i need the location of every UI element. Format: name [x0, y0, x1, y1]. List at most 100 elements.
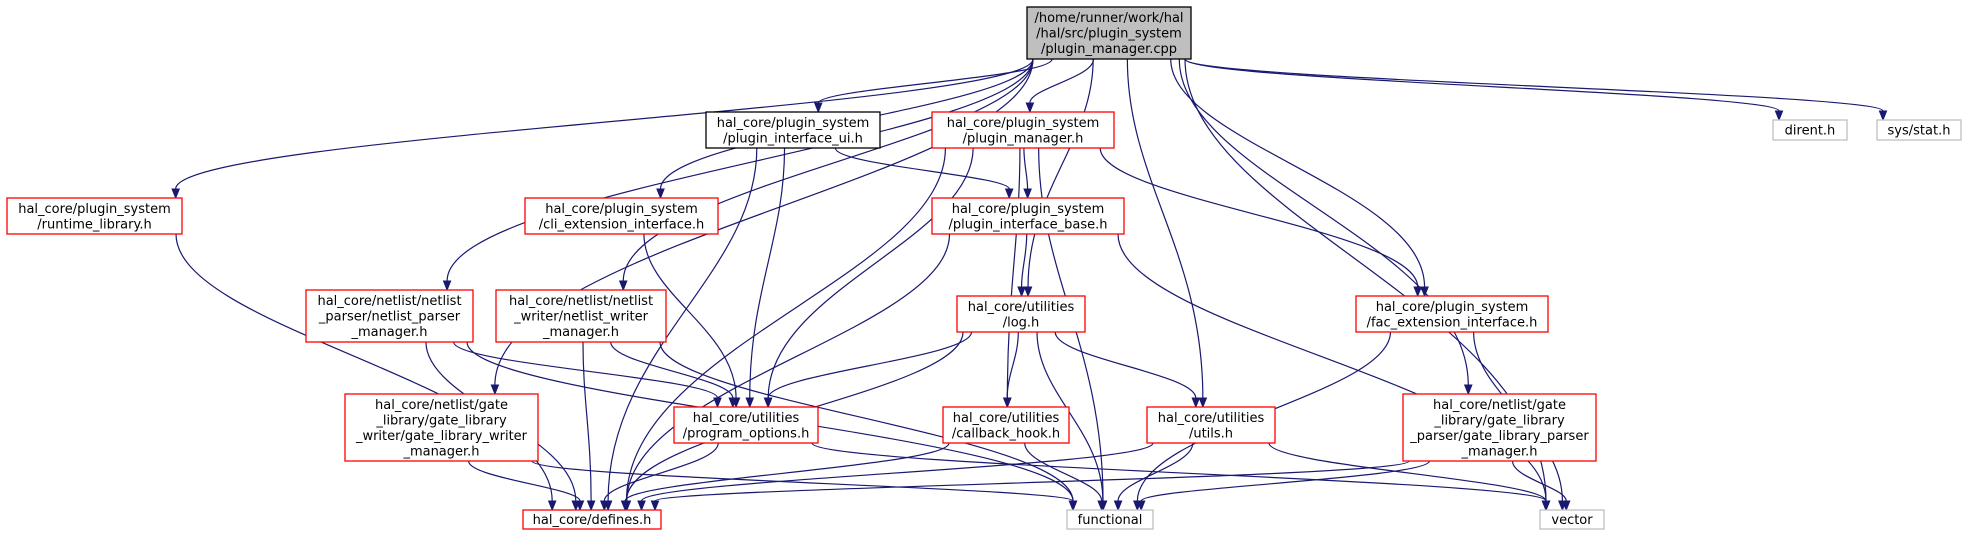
edge-arrowhead [547, 500, 557, 512]
edge-root-to-nwm [618, 58, 1034, 292]
node-npm-box [305, 289, 474, 343]
edge-line [767, 331, 973, 399]
edge-arrowhead [1017, 286, 1026, 298]
edge-arrowhead [728, 397, 738, 409]
node-root-box [1026, 6, 1192, 60]
node-functional-label-line: functional [1078, 513, 1143, 528]
edge-line [625, 147, 947, 502]
edge-line [1029, 58, 1095, 104]
node-functional-box [1066, 509, 1154, 530]
node-glw[interactable]: hal_core/netlist/gate_library/gate_libra… [344, 393, 539, 462]
node-dirent-label-line: dirent.h [1785, 124, 1836, 139]
node-pib-box [931, 197, 1125, 235]
edge-nwm-to-defines [582, 341, 596, 512]
node-pib-label-line: /plugin_interface_base.h [949, 217, 1108, 232]
node-nwm-box [495, 289, 667, 343]
node-ui-label-line: hal_core/plugin_system [717, 116, 870, 131]
node-pm-label-line: hal_core/plugin_system [947, 116, 1100, 131]
edge-line [1020, 233, 1028, 288]
node-utils-label-line: /utils.h [1189, 426, 1233, 441]
edge-line [640, 442, 1154, 502]
edge-glw-to-defines [467, 460, 585, 512]
node-glw-label-line: hal_core/netlist/gate [375, 398, 508, 413]
node-vector[interactable]: vector [1539, 509, 1605, 530]
edge-root-to-npm [442, 58, 1034, 292]
edge-arrowhead [1774, 110, 1784, 122]
edge-log-to-utils [1054, 331, 1201, 409]
edge-rt-to-defines [175, 233, 557, 512]
edge-line [607, 147, 758, 502]
edge-arrowhead [1136, 500, 1146, 512]
edge-line [1126, 58, 1204, 399]
edge-arrowhead [656, 188, 665, 200]
node-defines[interactable]: hal_core/defines.h [522, 509, 662, 530]
edge-pm-to-fac [1099, 147, 1423, 298]
edge-log-to-po [763, 331, 973, 409]
node-glp[interactable]: hal_core/netlist/gate_library/gate_libra… [1402, 393, 1597, 462]
node-stat[interactable]: sys/stat.h [1876, 119, 1962, 141]
node-pm-label-line: /plugin_manager.h [963, 131, 1084, 146]
edge-nwm-to-po [610, 341, 738, 409]
edge-line [834, 147, 1010, 190]
edge-arrowhead [575, 500, 585, 512]
edge-line [453, 341, 719, 399]
edge-arrowhead [713, 397, 722, 409]
node-pm[interactable]: hal_core/plugin_system/plugin_manager.h [931, 111, 1115, 149]
node-po-box [673, 406, 819, 444]
node-cb-label-line: hal_core/utilities [953, 411, 1060, 426]
edge-arrowhead [1002, 397, 1012, 409]
node-cli-box [524, 197, 719, 235]
edge-arrowhead [1561, 500, 1571, 512]
edge-arrowhead [586, 500, 596, 512]
edge-root-to-dirent [1184, 58, 1784, 122]
edge-root-to-ui [813, 58, 1053, 114]
edge-line [767, 147, 974, 399]
node-ui[interactable]: hal_core/plugin_system/plugin_interface_… [705, 111, 881, 149]
node-fac[interactable]: hal_core/plugin_system/fac_extension_int… [1355, 295, 1549, 333]
edge-line [1140, 460, 1430, 502]
node-glw-label-line: _writer/gate_library_writer [355, 429, 528, 444]
node-glp-label-line: _manager.h [1460, 444, 1537, 459]
node-log[interactable]: hal_core/utilities/log.h [956, 295, 1086, 333]
node-pm-box [931, 111, 1115, 149]
edge-line [811, 442, 1547, 502]
edge-line [603, 442, 719, 502]
node-rt-box [6, 197, 183, 235]
node-rt[interactable]: hal_core/plugin_system/runtime_library.h [6, 197, 183, 235]
edge-line [643, 233, 737, 399]
node-root[interactable]: /home/runner/work/hal/hal/src/plugin_sys… [1026, 6, 1192, 60]
node-po[interactable]: hal_core/utilities/program_options.h [673, 406, 819, 444]
edge-line [582, 341, 592, 502]
edge-arrowhead [1023, 188, 1032, 200]
edge-line [817, 58, 1053, 104]
edge-line [1178, 58, 1469, 386]
node-cb-label-line: /callback_hook.h [952, 426, 1060, 441]
edge-line [654, 460, 1410, 502]
edge-arrowhead [171, 188, 180, 200]
node-root-label-line: /hal/src/plugin_system [1036, 27, 1182, 42]
node-npm-label-line: hal_core/netlist/netlist [317, 294, 461, 309]
node-pib[interactable]: hal_core/plugin_system/plugin_interface_… [931, 197, 1125, 235]
node-glp-label-line: hal_core/netlist/gate [1433, 398, 1566, 413]
node-functional[interactable]: functional [1066, 509, 1154, 530]
edge-line [1023, 147, 1029, 190]
edge-utils-to-vector [1268, 442, 1551, 512]
node-nwm[interactable]: hal_core/netlist/netlist_writer/netlist_… [495, 289, 667, 343]
node-glw-label-line: _library/gate_library [375, 413, 507, 428]
node-nwm-label-line: hal_core/netlist/netlist [509, 294, 653, 309]
edge-line [1027, 58, 1094, 288]
edge-arrowhead [1191, 397, 1201, 409]
edge-line [1054, 331, 1197, 399]
node-dirent[interactable]: dirent.h [1772, 119, 1848, 141]
node-rt-label-line: /runtime_library.h [37, 217, 151, 232]
node-utils-label-line: hal_core/utilities [1158, 411, 1265, 426]
edge-line [1006, 331, 1019, 399]
nodes-layer: /home/runner/work/hal/hal/src/plugin_sys… [6, 6, 1962, 530]
node-cb[interactable]: hal_core/utilities/callback_hook.h [942, 406, 1070, 444]
node-utils[interactable]: hal_core/utilities/utils.h [1146, 406, 1276, 444]
node-npm[interactable]: hal_core/netlist/netlist_parser/netlist_… [305, 289, 474, 343]
edge-line [1268, 442, 1547, 502]
node-fac-box [1355, 295, 1549, 333]
node-cli[interactable]: hal_core/plugin_system/cli_extension_int… [524, 197, 719, 235]
node-glw-label-line: _manager.h [402, 444, 479, 459]
